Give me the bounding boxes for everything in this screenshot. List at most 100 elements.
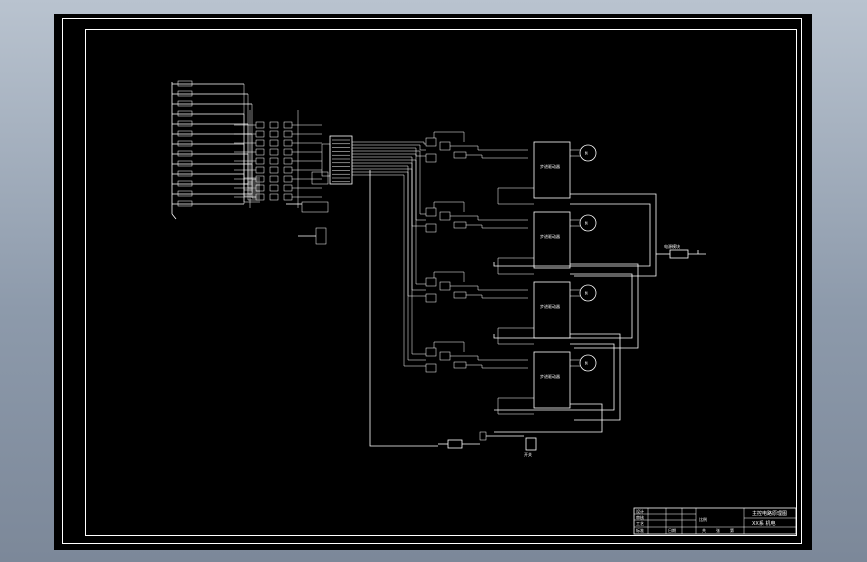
motor-label: M [585,291,588,296]
bus-line [352,162,426,291]
gate-cell [439,141,451,151]
input-terminal [177,180,193,187]
bus-line [352,159,426,285]
input-terminal [177,110,193,117]
buffer-cell [283,193,293,201]
bus-line [352,141,426,145]
input-terminal [177,120,193,127]
gate-wire [450,285,528,291]
gate-cell [425,207,437,217]
input-terminal [177,80,193,87]
buffer-cell [269,175,279,183]
buffer-cell [255,121,265,129]
bus-line [352,156,426,227]
input-terminal [177,100,193,107]
buffer-cell [255,175,265,183]
gate-wire [466,154,528,159]
bottom-switch-branch: 开关 [369,170,537,457]
driver-label: 步进驱动器 [540,163,560,169]
gate-wire [433,131,465,142]
gate-cell [425,347,437,357]
title-row-process: 工艺 [636,521,644,526]
buffer-cell [255,193,265,201]
gate-cell [439,351,451,361]
input-terminal [177,140,193,147]
driver-power-wire [497,327,534,345]
gate-wire [433,341,465,352]
title-total-label: 共 [702,527,706,533]
gate-cell [425,153,437,163]
buffer-cell [283,121,293,129]
bus-line [352,147,426,157]
gate-wire [466,294,528,299]
buffer-cell [269,157,279,165]
title-row-standard: 标准 [636,527,644,533]
driver-stage-3: 步进驱动器 M [425,271,597,345]
input-signal-rows [172,80,260,207]
connector-pins [332,139,350,183]
driver-stage-1: 步进驱动器 M [425,131,597,205]
input-terminal [177,160,193,167]
driver-box [533,351,571,409]
input-terminal [177,170,193,177]
input-terminal [177,200,193,207]
buffer-cell [269,139,279,147]
gate-wire [433,201,465,212]
bus-line [352,153,426,221]
title-date-label: 日期 [668,527,676,533]
gate-cell [453,291,467,299]
drawing-outer-border [62,18,802,544]
driver-power-wire [497,187,534,205]
buffer-cell [283,184,293,192]
title-row-review: 审核 [636,514,644,520]
input-terminal [177,150,193,157]
bus-line [352,174,426,367]
gate-cell [453,361,467,369]
buffer-cell [255,130,265,138]
gate-cell [425,277,437,287]
input-terminal [177,190,193,197]
gate-cell [453,151,467,159]
buffer-cell [269,130,279,138]
motor-label: M [585,361,588,366]
power-module: 电源模块 [656,243,706,259]
buffer-cell [269,148,279,156]
title-page-label: 第 [730,527,734,533]
input-terminal [177,90,193,97]
bus-line [352,171,426,361]
motor-circle [579,354,597,372]
buffer-cell [283,166,293,174]
gate-cell [425,223,437,233]
buffer-cell [283,157,293,165]
motor-label: M [585,151,588,156]
gate-wire [450,145,528,151]
gate-cell [453,221,467,229]
input-terminal [177,130,193,137]
bus-line [352,144,426,151]
buffer-cell [283,130,293,138]
motor-circle [579,214,597,232]
motor-circle [579,284,597,302]
buffer-cell [269,166,279,174]
input-connector-column [171,82,177,220]
gate-wire [450,215,528,221]
gate-cell [425,363,437,373]
driver-box [533,141,571,199]
driver-box [533,281,571,339]
title-block[interactable]: 设计 审核 工艺 标准 日期 比例 共 张 第 主控电路原理图 XX系 机电 [633,507,797,535]
buffer-cell [283,148,293,156]
buffer-cell [255,166,265,174]
power-module-label: 电源模块 [664,243,680,249]
driver-label: 步进驱动器 [540,303,560,309]
buffer-cell [269,121,279,129]
gate-wire [433,271,465,282]
driver-power-wire [497,397,534,415]
bottom-switch-label: 开关 [524,451,532,457]
main-connector [321,135,353,185]
buffer-cell [269,184,279,192]
title-sheet-label: 张 [716,527,720,533]
